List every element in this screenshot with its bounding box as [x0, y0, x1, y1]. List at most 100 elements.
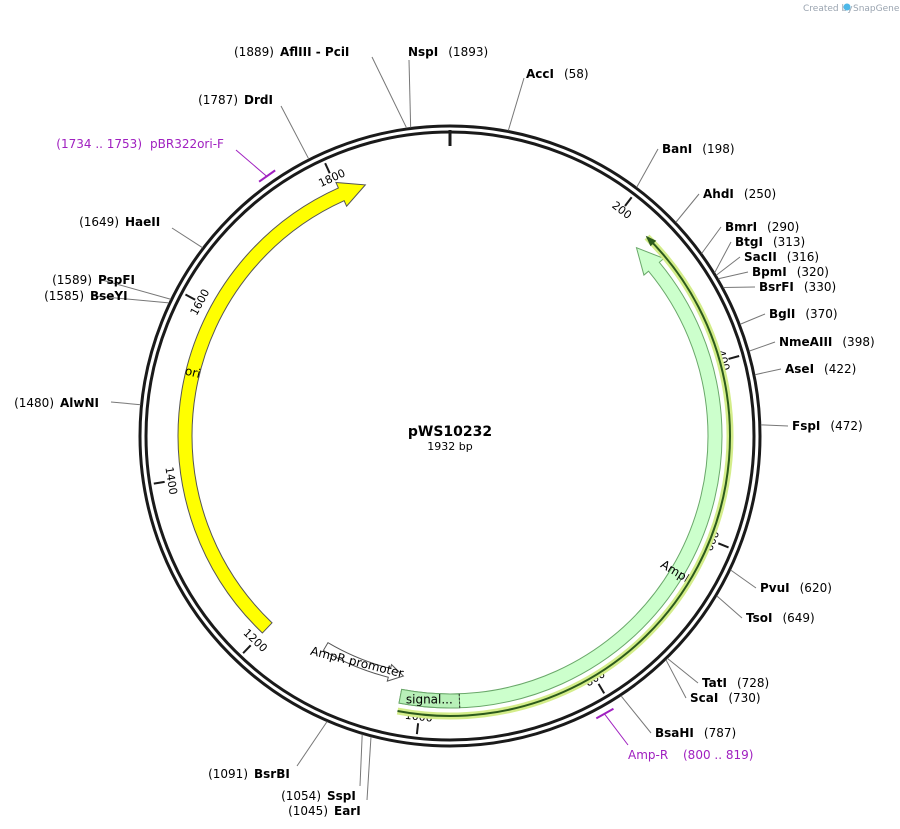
- site-leader-line: [723, 286, 756, 289]
- site-bani[interactable]: BanI(198): [662, 142, 735, 156]
- site-position: (472): [830, 419, 862, 433]
- site-name: AlwNI: [60, 396, 99, 410]
- site-name: BsaHI: [655, 726, 694, 740]
- backbone-outer-strand: [138, 124, 762, 748]
- site-leader-line: [716, 595, 743, 619]
- site-leader-line: [620, 695, 652, 734]
- site-position: (1480): [14, 396, 54, 410]
- site-bsrfi[interactable]: BsrFI (330): [759, 280, 836, 294]
- site-position: (649): [782, 611, 814, 625]
- site-sacii[interactable]: SacII(316): [744, 250, 819, 264]
- site-scai[interactable]: ScaI(730): [690, 691, 761, 705]
- ampr-feature-arrow[interactable]: [398, 246, 723, 709]
- site-name: BseYI: [90, 289, 128, 303]
- site-bsrbi[interactable]: (1091)BsrBI: [208, 767, 290, 781]
- site-name: DrdI: [244, 93, 273, 107]
- site-alwni[interactable]: (1480) AlwNI: [14, 396, 99, 410]
- site-acci[interactable]: AccI(58): [526, 67, 589, 81]
- site-position: (620): [800, 581, 832, 595]
- site-leader-line: [675, 193, 700, 223]
- site-drdi[interactable]: (1787)DrdI: [198, 93, 273, 107]
- site-ahdi[interactable]: AhdI(250): [703, 187, 776, 201]
- site-name: BtgI: [735, 235, 763, 249]
- site-leader-line: [749, 341, 776, 352]
- snapgene-credit[interactable]: Created by SnapGene: [803, 3, 900, 15]
- site-position: (1045): [288, 804, 328, 818]
- site-name: AccI: [526, 67, 554, 81]
- site-haeii[interactable]: (1649)HaeII: [79, 215, 160, 229]
- site-name: BpmI: [752, 265, 787, 279]
- site-bseyi[interactable]: (1585) BseYI: [44, 289, 128, 303]
- site-leader-line: [760, 424, 789, 427]
- site-position: (1649): [79, 215, 119, 229]
- site-tsoi[interactable]: TsoI (649): [746, 611, 815, 625]
- primer-site-mark[interactable]: [258, 169, 276, 183]
- pbr322ori-f-name[interactable]: pBR322ori-F: [150, 137, 224, 151]
- site-name: AhdI: [703, 187, 734, 201]
- site-position: (398): [842, 335, 874, 349]
- site-leader-line: [171, 227, 203, 249]
- site-leader-line: [296, 721, 328, 767]
- site-sspi[interactable]: (1054)SspI: [281, 789, 356, 803]
- amp-r-name[interactable]: Amp-R: [628, 748, 668, 762]
- tick-mark: [597, 683, 606, 694]
- site-position: (316): [787, 250, 819, 264]
- site-eari[interactable]: (1045)EarI: [288, 804, 361, 818]
- ampr-promoter-feature[interactable]: [322, 641, 405, 682]
- site-bsahi[interactable]: BsaHI(787): [655, 726, 736, 740]
- site-position: (1893): [448, 45, 488, 59]
- site-bmri[interactable]: BmrI(290): [725, 220, 799, 234]
- site-position: (1091): [208, 767, 248, 781]
- ori-feature-arrow[interactable]: [177, 181, 367, 634]
- site-position: (370): [805, 307, 837, 321]
- site-position: (1889): [234, 45, 274, 59]
- amp-r-primer-line: [397, 236, 731, 717]
- site-leader-line: [110, 401, 141, 406]
- site-pspfi[interactable]: (1589)PspFI: [52, 273, 135, 287]
- tick-mark: [728, 355, 740, 360]
- site-tati[interactable]: TatI(728): [702, 676, 769, 690]
- tick-mark: [415, 723, 420, 735]
- site-label-layer: AccI(58)BanI(198)AhdI(250)BmrI(290)BtgI(…: [14, 45, 875, 818]
- site-position: (330): [804, 280, 836, 294]
- site-leader-line: [730, 569, 757, 589]
- site-name: AseI: [785, 362, 814, 376]
- signal-feature-label: signal...: [406, 693, 453, 707]
- site-leader-line: [507, 77, 525, 131]
- site-btgi[interactable]: BtgI(313): [735, 235, 805, 249]
- site-position: (1585): [44, 289, 84, 303]
- tick-label: 200: [609, 199, 634, 222]
- site-name: NspI: [408, 45, 438, 59]
- site-leader-line: [754, 368, 782, 376]
- site-name: BsrFI: [759, 280, 794, 294]
- ampr-promoter-label: AmpR promoter: [309, 644, 405, 681]
- leader-layer: [93, 56, 789, 801]
- site-position: (1054): [281, 789, 321, 803]
- site-fspi[interactable]: FspI(472): [792, 419, 863, 433]
- tick-mark: [242, 644, 252, 654]
- site-name: AflIII - PciI: [280, 45, 349, 59]
- plasmid-name: pWS10232: [408, 424, 492, 440]
- site-nmeaiii[interactable]: NmeAIII(398): [779, 335, 875, 349]
- amp-r-primer-arrowhead-icon: [645, 235, 657, 247]
- site-leader-line: [371, 56, 408, 129]
- site-afliii-pcii[interactable]: (1889) AflIII - PciI: [234, 45, 349, 59]
- primer-site-mark[interactable]: [595, 707, 614, 720]
- site-nspi[interactable]: NspI (1893): [408, 45, 488, 59]
- ori-feature-label: ori: [184, 364, 202, 381]
- site-leader-line: [715, 256, 741, 276]
- site-name: ScaI: [690, 691, 718, 705]
- site-leader-line: [667, 658, 699, 684]
- site-name: TsoI: [746, 611, 772, 625]
- site-asei[interactable]: AseI(422): [785, 362, 856, 376]
- site-pvui[interactable]: PvuI(620): [760, 581, 832, 595]
- site-leader-line: [101, 279, 171, 300]
- site-bgli[interactable]: BglI(370): [769, 307, 838, 321]
- site-bpmi[interactable]: BpmI (320): [752, 265, 829, 279]
- site-leader-line: [280, 105, 310, 160]
- site-position: (198): [702, 142, 734, 156]
- site-position: (320): [797, 265, 829, 279]
- pbr322ori-f-leader: [235, 149, 267, 177]
- signal-feature[interactable]: [398, 688, 461, 709]
